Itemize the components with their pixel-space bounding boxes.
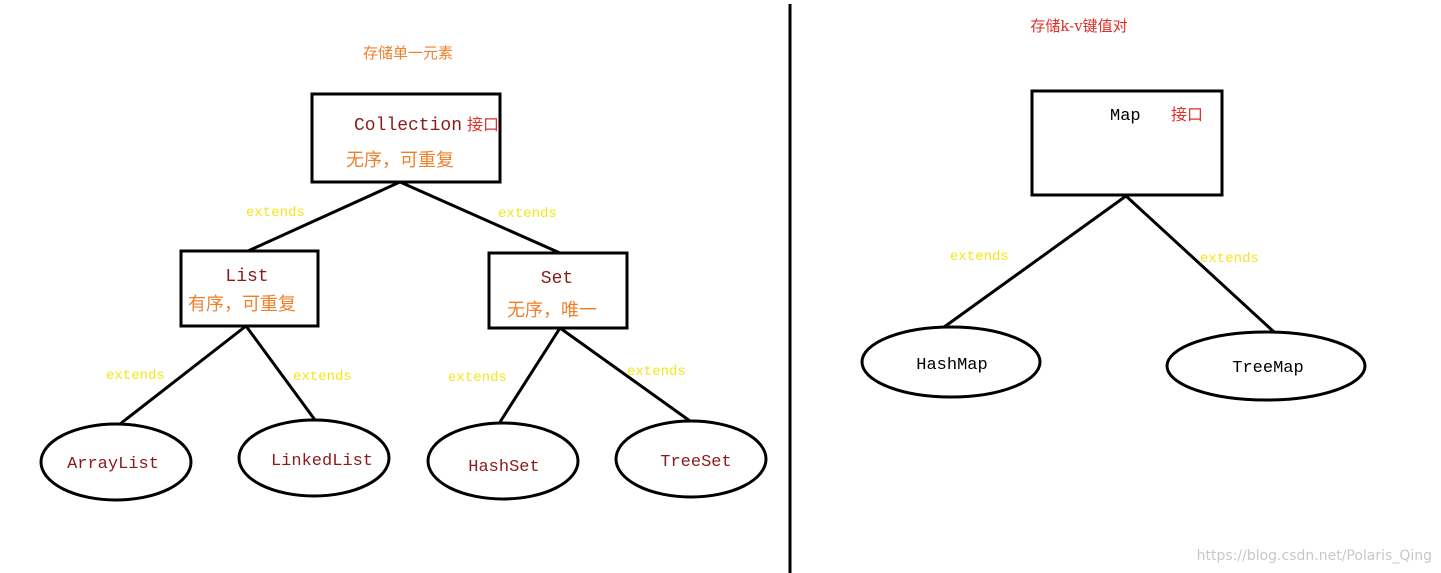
hashset-node bbox=[426, 421, 580, 501]
collection-node bbox=[310, 92, 502, 184]
edge-list-linkedlist bbox=[244, 325, 317, 421]
edge-label-set-treeset: extends bbox=[627, 364, 686, 380]
treeset-node bbox=[614, 419, 768, 499]
left-heading: 存储单一元素 bbox=[363, 44, 453, 62]
edge-label-list-arraylist: extends bbox=[106, 368, 165, 384]
edge-label-set-hashset: extends bbox=[448, 370, 507, 386]
map-node bbox=[1030, 89, 1224, 197]
set-name: Set bbox=[541, 269, 573, 289]
watermark: https://blog.csdn.net/Polaris_Qing bbox=[1197, 548, 1432, 564]
edge-collection-set bbox=[399, 180, 561, 255]
set-trait: 无序，唯一 bbox=[507, 300, 597, 321]
treemap-node bbox=[1165, 330, 1367, 402]
map-name: Map bbox=[1110, 107, 1141, 126]
edge-label-list-linkedlist: extends bbox=[293, 369, 352, 385]
hashmap-label: HashMap bbox=[916, 356, 987, 375]
edge-set-hashset bbox=[498, 327, 562, 423]
hashmap-node bbox=[860, 325, 1042, 399]
hashset-label: HashSet bbox=[468, 458, 539, 477]
list-name: List bbox=[225, 267, 268, 287]
collection-trait: 无序，可重复 bbox=[346, 150, 454, 171]
edge-label-collection-set: extends bbox=[498, 206, 557, 222]
edge-list-arraylist bbox=[119, 324, 247, 426]
right-heading: 存储k-v键值对 bbox=[1030, 17, 1127, 35]
edge-label-collection-list: extends bbox=[246, 205, 305, 221]
map-kind: 接口 bbox=[1171, 105, 1203, 124]
list-trait: 有序，可重复 bbox=[188, 294, 296, 315]
arraylist-label: ArrayList bbox=[67, 455, 159, 474]
arraylist-node bbox=[39, 422, 193, 502]
list-node bbox=[179, 249, 320, 328]
edge-map-hashmap bbox=[939, 194, 1127, 332]
treeset-label: TreeSet bbox=[660, 453, 731, 472]
collection-name: Collection bbox=[354, 116, 462, 136]
linkedlist-node bbox=[237, 418, 391, 498]
collection-kind: 接口 bbox=[467, 115, 499, 134]
edge-label-map-treemap: extends bbox=[1200, 251, 1259, 267]
edge-map-treemap bbox=[1124, 194, 1276, 334]
treemap-label: TreeMap bbox=[1232, 359, 1303, 378]
edge-collection-list bbox=[247, 180, 401, 253]
edge-set-treeset bbox=[559, 326, 691, 423]
set-node bbox=[487, 251, 629, 330]
linkedlist-label: LinkedList bbox=[271, 452, 373, 471]
edge-label-map-hashmap: extends bbox=[950, 249, 1009, 265]
